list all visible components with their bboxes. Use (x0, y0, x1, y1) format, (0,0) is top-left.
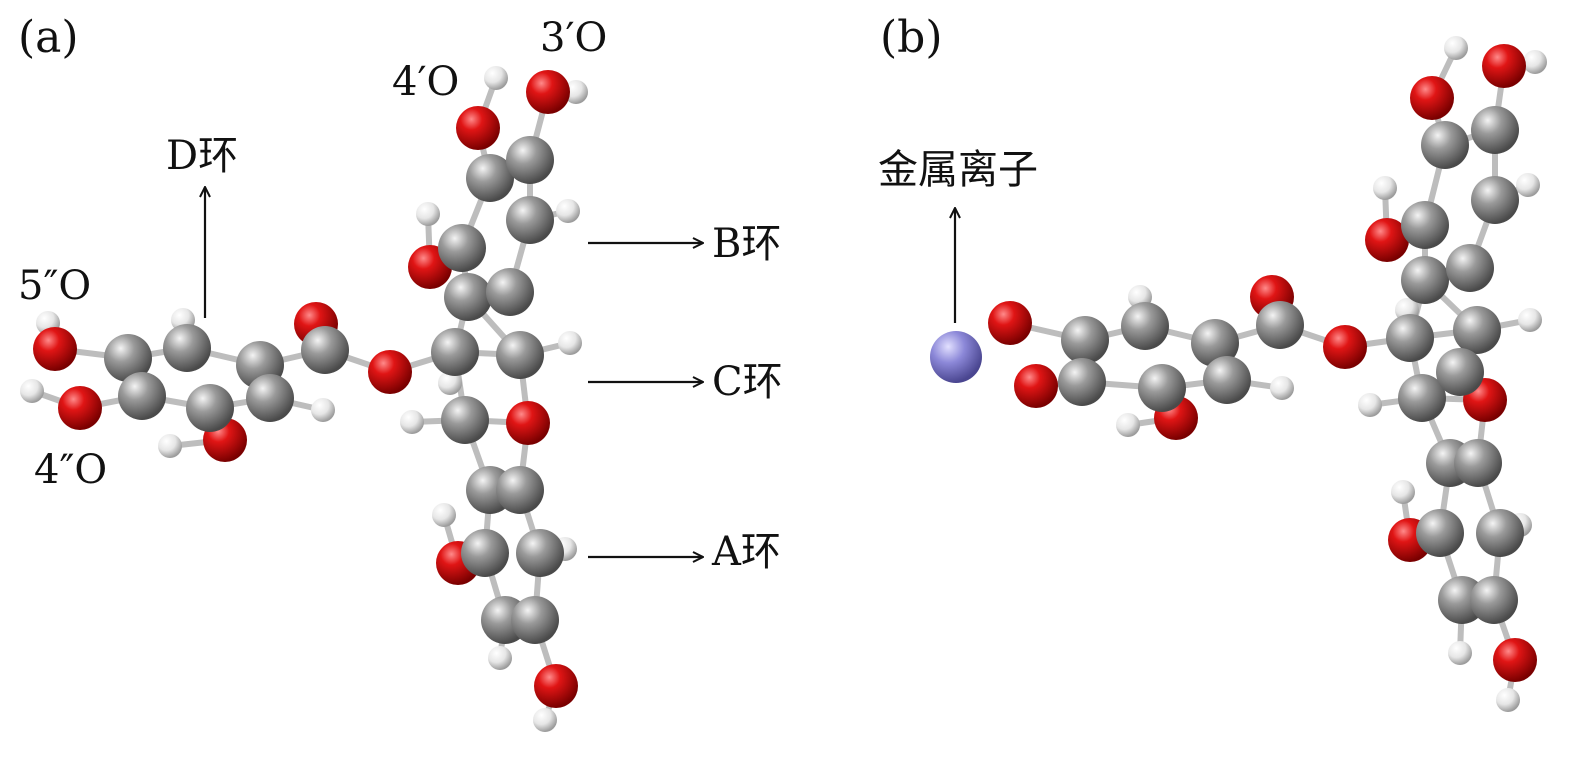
oxygen-atom (456, 106, 500, 150)
hydrogen-atom (488, 646, 512, 670)
hydrogen-atom (1358, 393, 1382, 417)
carbon-atom (104, 334, 152, 382)
carbon-atom (1203, 356, 1251, 404)
ring-label-b: B环 (712, 221, 782, 267)
carbon-atom (118, 372, 166, 420)
hydrogen-atom (1391, 480, 1415, 504)
ring-label-c: C环 (712, 359, 783, 405)
hydrogen-atom (1116, 413, 1140, 437)
oxygen-atom (1482, 44, 1526, 88)
carbon-atom (1453, 306, 1501, 354)
hydrogen-atom (1496, 688, 1520, 712)
hydrogen-atom (1270, 376, 1294, 400)
hydrogen-atom (1523, 50, 1547, 74)
oxygen-atom (1323, 325, 1367, 369)
metal-ion-label: 金属离子 (878, 147, 1038, 193)
atom-label-4prime-o: 4′O (392, 59, 460, 105)
ring-label-d: D环 (166, 133, 239, 179)
carbon-atom (1398, 374, 1446, 422)
carbon-atom (1138, 364, 1186, 412)
atom-label-4doubleprime-o: 4″O (34, 447, 108, 493)
hydrogen-atom (564, 80, 588, 104)
carbon-atom (496, 466, 544, 514)
hydrogen-atom (416, 202, 440, 226)
oxygen-atom (1365, 218, 1409, 262)
carbon-atom (1061, 316, 1109, 364)
hydrogen-atom (533, 708, 557, 732)
hydrogen-atom (1373, 176, 1397, 200)
carbon-atom (506, 136, 554, 184)
atom-label-5doubleprime-o: 5″O (18, 263, 92, 309)
hydrogen-atom (558, 331, 582, 355)
hydrogen-atom (1448, 641, 1472, 665)
carbon-atom (1386, 314, 1434, 362)
carbon-atom (1476, 509, 1524, 557)
hydrogen-atom (484, 66, 508, 90)
hydrogen-atom (20, 379, 44, 403)
carbon-atom (1471, 106, 1519, 154)
atom-label-3prime-o: 3′O (540, 15, 608, 61)
carbon-atom (506, 196, 554, 244)
carbon-atom (441, 396, 489, 444)
atoms-panel-b (930, 36, 1547, 712)
carbon-atom (186, 384, 234, 432)
carbon-atom (1058, 358, 1106, 406)
oxygen-atom (988, 301, 1032, 345)
carbon-atom (301, 326, 349, 374)
atoms-panel-a (20, 66, 588, 732)
hydrogen-atom (1516, 173, 1540, 197)
oxygen-atom (506, 401, 550, 445)
carbon-atom (163, 324, 211, 372)
oxygen-atom (1493, 638, 1537, 682)
carbon-atom (496, 331, 544, 379)
carbon-atom (516, 529, 564, 577)
carbon-atom (486, 268, 534, 316)
carbon-atom (1454, 439, 1502, 487)
hydrogen-atom (1518, 308, 1542, 332)
hydrogen-atom (1444, 36, 1468, 60)
carbon-atom (1401, 256, 1449, 304)
carbon-atom (1471, 176, 1519, 224)
carbon-atom (466, 154, 514, 202)
panel-label-b: (b) (880, 12, 943, 63)
hydrogen-atom (400, 410, 424, 434)
carbon-atom (1401, 201, 1449, 249)
oxygen-atom (1410, 76, 1454, 120)
oxygen-atom (33, 327, 77, 371)
carbon-atom (461, 529, 509, 577)
oxygen-atom (58, 386, 102, 430)
hydrogen-atom (432, 503, 456, 527)
carbon-atom (1256, 301, 1304, 349)
hydrogen-atom (158, 434, 182, 458)
oxygen-atom (534, 664, 578, 708)
carbon-atom (1416, 509, 1464, 557)
carbon-atom (1436, 348, 1484, 396)
annotation-arrows (205, 187, 955, 557)
carbon-atom (444, 273, 492, 321)
metal-ion-atom (930, 331, 982, 383)
carbon-atom (1421, 121, 1469, 169)
carbon-atom (1470, 576, 1518, 624)
oxygen-atom (526, 70, 570, 114)
carbon-atom (1191, 319, 1239, 367)
hydrogen-atom (311, 398, 335, 422)
carbon-atom (1446, 244, 1494, 292)
ring-label-a: A环 (712, 529, 781, 575)
panel-label-a: (a) (18, 12, 79, 63)
hydrogen-atom (556, 199, 580, 223)
carbon-atom (1121, 302, 1169, 350)
oxygen-atom (1014, 364, 1058, 408)
carbon-atom (246, 374, 294, 422)
carbon-atom (511, 596, 559, 644)
carbon-atom (431, 328, 479, 376)
oxygen-atom (368, 350, 412, 394)
hydrogen-atom (438, 371, 462, 395)
carbon-atom (438, 224, 486, 272)
